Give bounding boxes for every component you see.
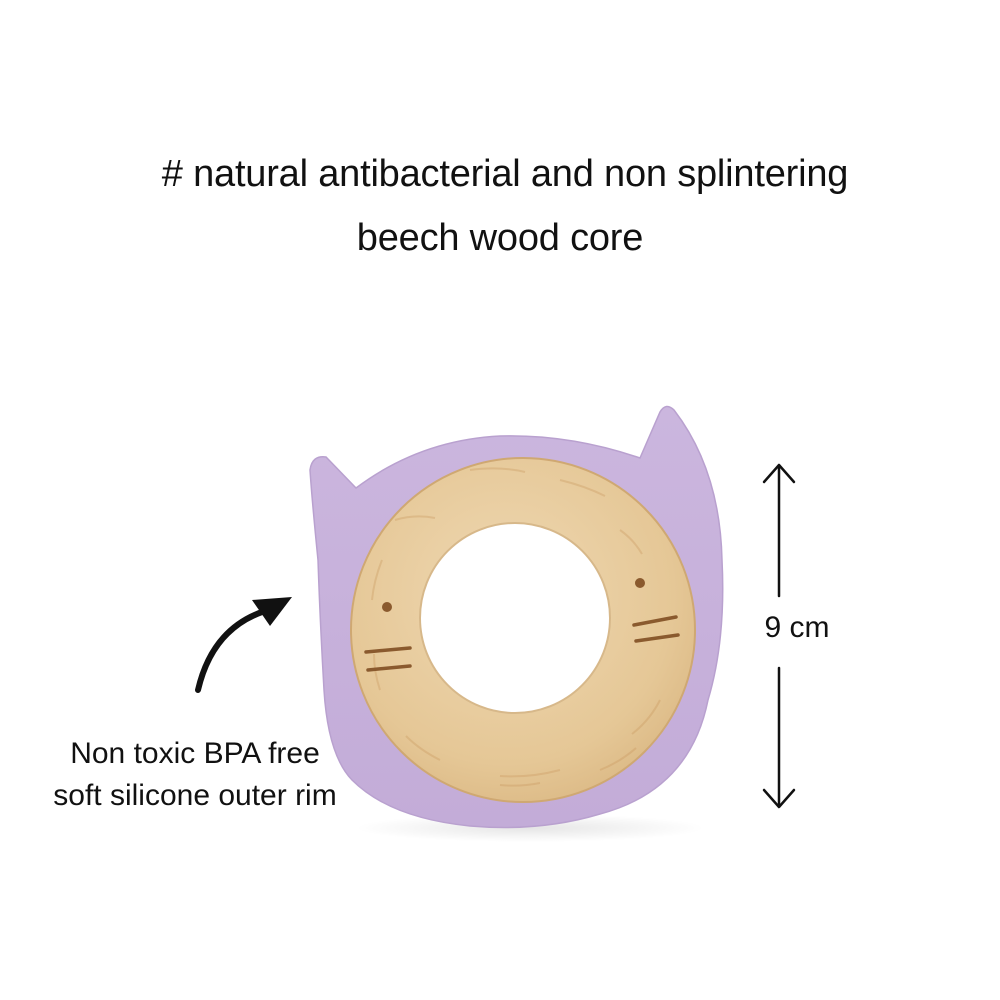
size-label: 9 cm	[764, 611, 830, 644]
headline: # natural antibacterial and non splinter…	[0, 150, 1000, 262]
headline-line-2: beech wood core	[356, 217, 644, 259]
headline-line-1: # natural antibacterial and non splinter…	[161, 153, 849, 195]
double-headed-arrow-icon	[762, 463, 796, 809]
rim-caption-line-1: Non toxic BPA free	[70, 737, 320, 770]
rim-caption-line-2: soft silicone outer rim	[53, 779, 337, 812]
cat-face-engraving-icon	[364, 578, 680, 672]
rim-caption: Non toxic BPA free soft silicone outer r…	[20, 733, 370, 817]
wood-ring	[350, 457, 696, 803]
arrow-pointer-icon	[195, 597, 292, 693]
